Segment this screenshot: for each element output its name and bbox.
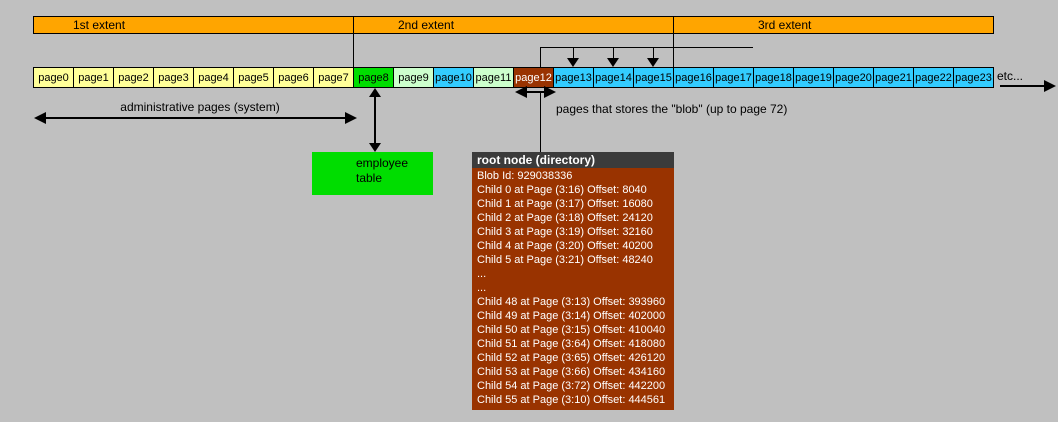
root-node-title: root node (directory) bbox=[472, 152, 674, 168]
root-node-entry: Child 5 at Page (3:21) Offset: 48240 bbox=[477, 254, 653, 266]
employee-table-box: employee table bbox=[312, 152, 433, 195]
page-cell: page5 bbox=[233, 67, 274, 88]
root-node-entry: Child 52 at Page (3:65) Offset: 426120 bbox=[477, 352, 666, 364]
page-cell: page7 bbox=[313, 67, 354, 88]
root-node-entry: Child 0 at Page (3:16) Offset: 8040 bbox=[477, 184, 647, 196]
page-cell: page18 bbox=[753, 67, 794, 88]
admin-pages-arrow-right-icon bbox=[345, 112, 357, 124]
root-node-entry: Child 1 at Page (3:17) Offset: 16080 bbox=[477, 198, 653, 210]
etc-label: etc... bbox=[997, 69, 1024, 83]
admin-pages-arrow-shaft bbox=[45, 117, 347, 119]
extent-bar-3rd: 3rd extent bbox=[673, 16, 994, 34]
root-node-entry: Child 4 at Page (3:20) Offset: 40200 bbox=[477, 240, 653, 252]
page-cell: page10 bbox=[433, 67, 474, 88]
page-cell: page13 bbox=[553, 67, 594, 88]
root-node-entry: Child 2 at Page (3:18) Offset: 24120 bbox=[477, 212, 653, 224]
page-cell: page1 bbox=[73, 67, 114, 88]
root-node-entry: Child 48 at Page (3:13) Offset: 393960 bbox=[477, 296, 666, 308]
root-node-entry: ... bbox=[477, 268, 487, 280]
root-node-entry: Child 51 at Page (3:64) Offset: 418080 bbox=[477, 338, 666, 350]
page-cell: page11 bbox=[473, 67, 514, 88]
page-cell: page20 bbox=[833, 67, 874, 88]
page-cell: page19 bbox=[793, 67, 834, 88]
root-node-entry: ... bbox=[477, 282, 487, 294]
page12-to-rootnode-line bbox=[540, 92, 541, 152]
extent-boundary-line-1 bbox=[353, 33, 354, 67]
page-cell: page8 bbox=[353, 67, 394, 88]
extent-label: 3rd extent bbox=[758, 18, 812, 32]
root-node-entry: Child 54 at Page (3:72) Offset: 442200 bbox=[477, 380, 666, 392]
blob-pointer-line bbox=[540, 47, 753, 48]
root-node-entry: Child 55 at Page (3:10) Offset: 444561 bbox=[477, 394, 666, 406]
page-cell: page9 bbox=[393, 67, 434, 88]
page-cell: page16 bbox=[673, 67, 714, 88]
down-arrow-page14-shaft bbox=[613, 47, 614, 60]
employee-arrow-down-icon bbox=[369, 143, 381, 152]
root-node-box: root node (directory) Blob Id: 929038336… bbox=[472, 152, 674, 410]
employee-arrow-up-icon bbox=[369, 88, 381, 97]
extent-bar-2nd: 2nd extent bbox=[353, 16, 674, 34]
extent-bar-1st: 1st extent bbox=[33, 16, 354, 34]
page-cell: page0 bbox=[33, 67, 74, 88]
etc-arrow-right-icon bbox=[1044, 80, 1056, 92]
page-cell: page23 bbox=[953, 67, 994, 88]
employee-arrow-shaft bbox=[374, 94, 376, 148]
page-cell: page2 bbox=[113, 67, 154, 88]
page-cell: page21 bbox=[873, 67, 914, 88]
root-node-entry: Child 3 at Page (3:19) Offset: 32160 bbox=[477, 226, 653, 238]
down-arrow-page13-icon bbox=[567, 58, 579, 67]
down-arrow-page15-shaft bbox=[653, 47, 654, 60]
blob-pointer-stub bbox=[540, 47, 541, 67]
down-arrow-page13-shaft bbox=[573, 47, 574, 60]
extent-label: 1st extent bbox=[73, 18, 126, 32]
page-cell: page15 bbox=[633, 67, 674, 88]
root-node-entry: Child 50 at Page (3:15) Offset: 410040 bbox=[477, 324, 666, 336]
page12-span-arrow-right-icon bbox=[544, 86, 556, 98]
page-cell: page6 bbox=[273, 67, 314, 88]
page12-span-arrow-left-icon bbox=[515, 86, 527, 98]
extent-label: 2nd extent bbox=[398, 18, 455, 32]
root-node-entry: Child 53 at Page (3:66) Offset: 434160 bbox=[477, 366, 666, 378]
root-node-entry: Blob Id: 929038336 bbox=[477, 170, 573, 182]
etc-arrow-shaft bbox=[1000, 85, 1046, 87]
employee-table-line2: table bbox=[356, 171, 383, 185]
blob-pages-label: pages that stores the "blob" (up to page… bbox=[556, 102, 788, 116]
page-cell: page4 bbox=[193, 67, 234, 88]
extent-boundary-line-2 bbox=[673, 33, 674, 67]
page-cell: page12 bbox=[513, 67, 554, 88]
page-cell: page14 bbox=[593, 67, 634, 88]
root-node-entry: Child 49 at Page (3:14) Offset: 402000 bbox=[477, 310, 666, 322]
page12-span-arrow-shaft bbox=[525, 91, 547, 93]
down-arrow-page14-icon bbox=[607, 58, 619, 67]
down-arrow-page15-icon bbox=[647, 58, 659, 67]
page-cell: page17 bbox=[713, 67, 754, 88]
page-cell: page22 bbox=[913, 67, 954, 88]
page-cell: page3 bbox=[153, 67, 194, 88]
admin-pages-arrow-left-icon bbox=[34, 112, 46, 124]
employee-table-line1: employee bbox=[356, 156, 409, 170]
admin-pages-label: administrative pages (system) bbox=[120, 100, 280, 114]
